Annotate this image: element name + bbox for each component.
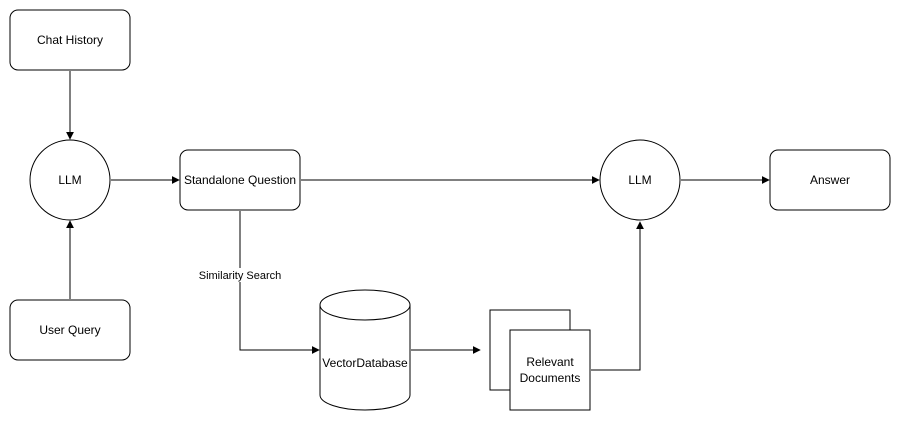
similarity-search-label-bg xyxy=(195,268,285,282)
vector-database-cylinder xyxy=(319,289,411,411)
node-answer: Answer xyxy=(769,149,891,211)
similarity-search-edge-label: Similarity Search xyxy=(195,268,285,282)
edges xyxy=(66,71,770,371)
relevant-documents-front-page xyxy=(509,329,591,411)
node-relevant-documents: Relevant Documents xyxy=(489,309,591,411)
node-vector-database: VectorDatabase xyxy=(319,289,411,411)
llm-right-label: LLM xyxy=(628,173,651,187)
edge-standalone-question-to-vector-database xyxy=(239,211,320,354)
llm-left-circle xyxy=(29,139,111,221)
user-query-label: User Query xyxy=(39,323,100,337)
answer-label: Answer xyxy=(810,173,850,187)
relevant-documents-label-line1: Relevant xyxy=(526,355,574,369)
chat-history-label: Chat History xyxy=(37,33,103,47)
node-chat-history: Chat History xyxy=(9,9,131,71)
relevant-documents-label-line2: Documents xyxy=(520,371,581,385)
llm-left-label: LLM xyxy=(58,173,81,187)
answer-box xyxy=(769,149,891,211)
user-query-box xyxy=(9,299,131,361)
llm-right-circle xyxy=(599,139,681,221)
node-llm-right: LLM xyxy=(599,139,681,221)
node-user-query: User Query xyxy=(9,299,131,361)
node-llm-left: LLM xyxy=(29,139,111,221)
standalone-question-label: Standalone Question xyxy=(184,173,296,187)
vector-database-label: VectorDatabase xyxy=(322,356,408,370)
similarity-search-label: Similarity Search xyxy=(199,270,282,282)
edge-relevant-documents-to-llm-right xyxy=(591,221,644,371)
chat-history-box xyxy=(9,9,131,71)
vector-database-top-rim xyxy=(319,304,411,321)
standalone-question-box xyxy=(179,149,301,211)
node-standalone-question: Standalone Question xyxy=(179,149,301,211)
